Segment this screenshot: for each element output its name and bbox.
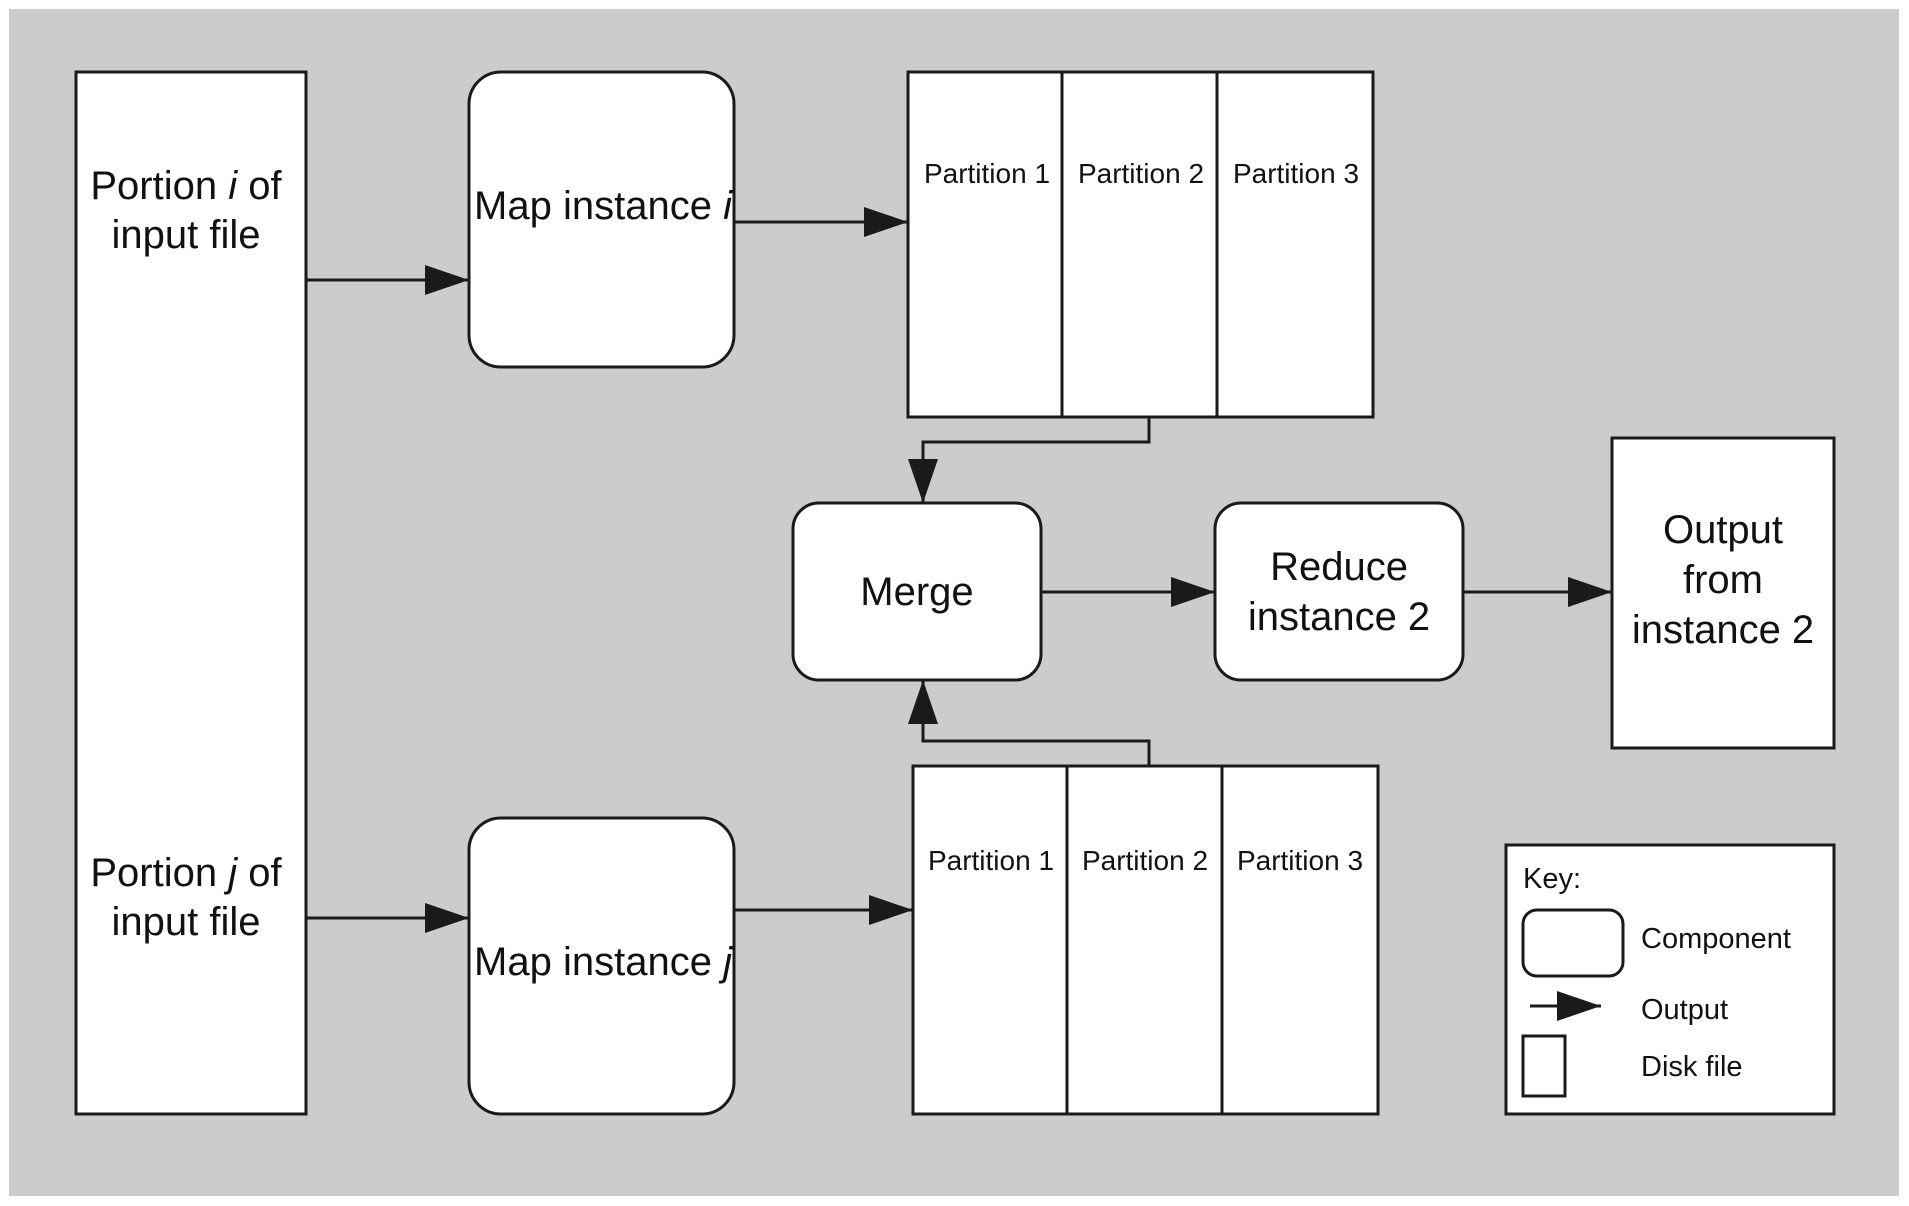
legend-component-label: Component (1641, 923, 1791, 955)
partition-bottom-1-label: Partition 1 (928, 845, 1054, 876)
output-label-line2: from (1683, 558, 1763, 602)
partition-bottom-2-label: Partition 2 (1082, 845, 1208, 876)
output-label-line1: Output (1663, 508, 1783, 552)
portion-i-label-line1: Portion i of (90, 164, 282, 208)
portion-j-label-line2: input file (112, 900, 261, 944)
legend-disk-file-swatch (1521, 1034, 1567, 1098)
legend: Key: Component Output Disk file (1504, 843, 1836, 1116)
output-file-box (1610, 436, 1836, 750)
map-instance-i-box (467, 70, 736, 369)
merge-label: Merge (860, 570, 973, 614)
portion-i-label-line2: input file (112, 213, 261, 257)
map-instance-j-box (467, 816, 736, 1116)
partition-top-3-label: Partition 3 (1233, 158, 1359, 189)
reduce-instance-box (1213, 501, 1465, 682)
partitions-top: Partition 1 Partition 2 Partition 3 (906, 70, 1375, 419)
partition-top-1-label: Partition 1 (924, 158, 1050, 189)
legend-disk-file-label: Disk file (1641, 1051, 1743, 1083)
partition-top-2-label: Partition 2 (1078, 158, 1204, 189)
portion-j-label-line1: Portion j of (90, 851, 282, 895)
legend-title: Key: (1523, 863, 1581, 895)
reduce-label-line2: instance 2 (1248, 595, 1430, 639)
reduce-label-line1: Reduce (1270, 545, 1408, 589)
map-instance-j-label: Map instance j (474, 940, 733, 984)
partitions-bottom: Partition 1 Partition 2 Partition 3 (911, 764, 1380, 1116)
output-label-line3: instance 2 (1632, 608, 1814, 652)
arrow-bottom-partition-to-merge (908, 680, 1151, 766)
partition-bottom-3-label: Partition 3 (1237, 845, 1363, 876)
legend-output-label: Output (1641, 994, 1728, 1026)
arrow-top-partition-to-merge (908, 417, 1151, 503)
legend-component-swatch (1521, 908, 1625, 978)
input-file-box (74, 70, 308, 1116)
map-instance-i-label: Map instance i (474, 184, 733, 228)
